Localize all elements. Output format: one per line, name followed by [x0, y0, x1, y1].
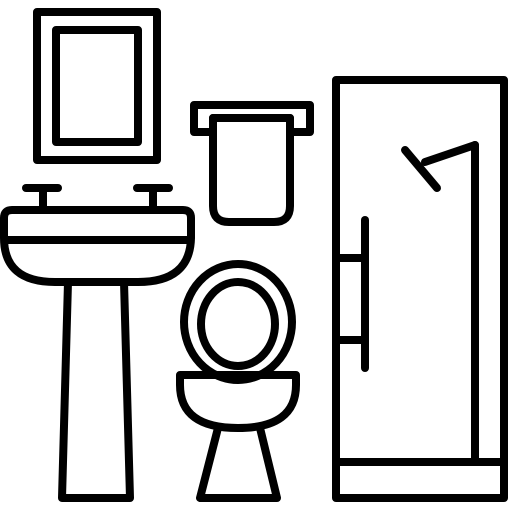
toilet-icon: [176, 260, 300, 502]
sink-icon: [0, 184, 195, 502]
towel-icon: [190, 101, 314, 226]
shower-icon: [332, 76, 508, 502]
mirror-icon: [33, 8, 161, 164]
